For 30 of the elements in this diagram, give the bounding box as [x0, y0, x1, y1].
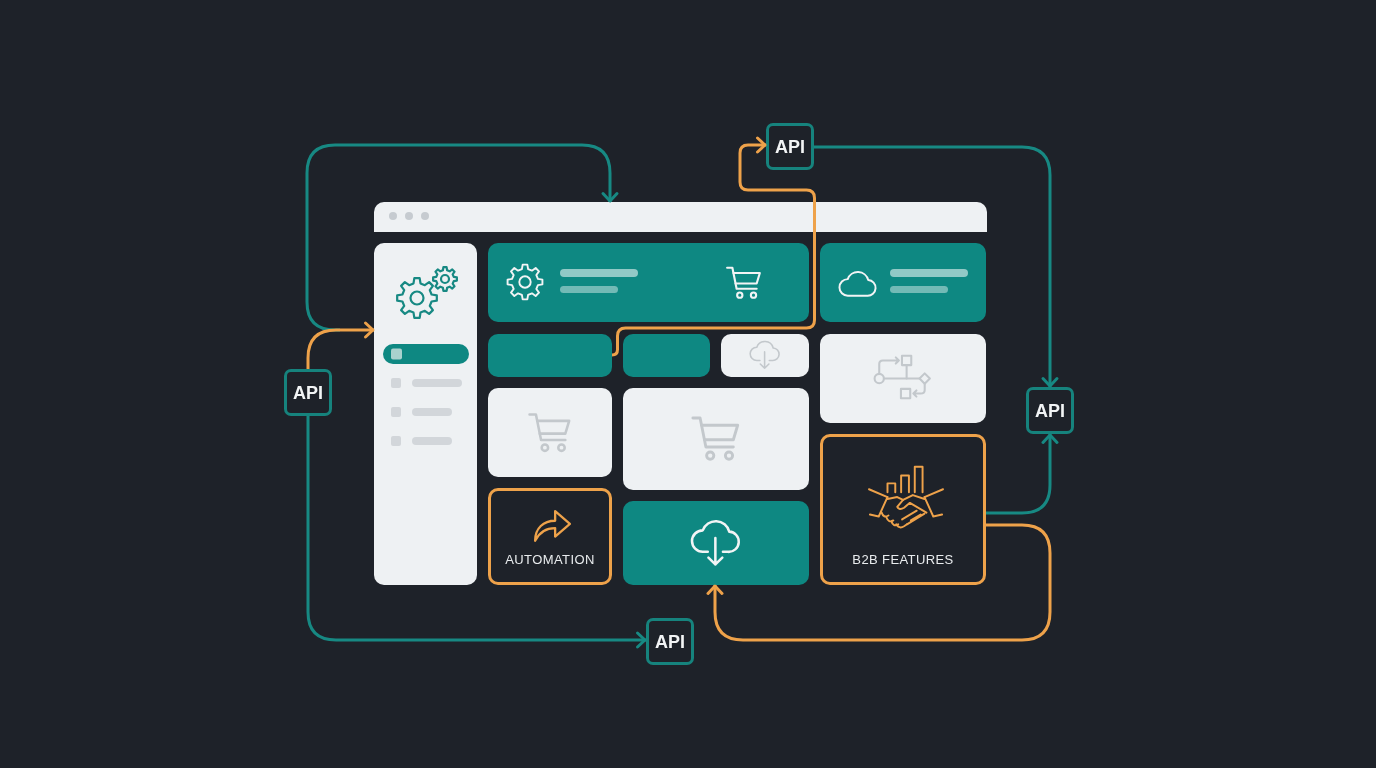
dashboard-card [820, 334, 986, 423]
dashboard-card [488, 334, 612, 377]
api-label: API [775, 137, 805, 156]
dashboard-card [623, 501, 809, 585]
connector-arrow [305, 143, 619, 332]
dashboard-card [721, 334, 809, 377]
api-node [766, 123, 814, 170]
connector-arrow [610, 136, 816, 357]
connector-arrow [306, 321, 375, 369]
dashboard-card [488, 243, 809, 322]
browser-window [374, 202, 987, 586]
connector-arrow [986, 433, 1059, 515]
api-node [646, 618, 694, 665]
dashboard-card [623, 388, 809, 490]
connector-arrow [814, 145, 1059, 388]
dashboard-card [623, 334, 710, 377]
api-node [1026, 387, 1074, 434]
feature-card [820, 434, 986, 585]
api-label: API [655, 632, 685, 651]
feature-label: AUTOMATION [505, 552, 595, 568]
api-label: API [293, 383, 323, 402]
dashboard-card [488, 388, 612, 477]
feature-label: B2B FEATURES [852, 552, 954, 568]
connector-arrow [706, 523, 1052, 642]
feature-card [488, 488, 612, 585]
sidebar-panel [374, 243, 477, 585]
connector-arrow [306, 416, 647, 649]
dashboard-card [820, 243, 986, 322]
api-node [284, 369, 332, 416]
api-label: API [1035, 401, 1065, 420]
